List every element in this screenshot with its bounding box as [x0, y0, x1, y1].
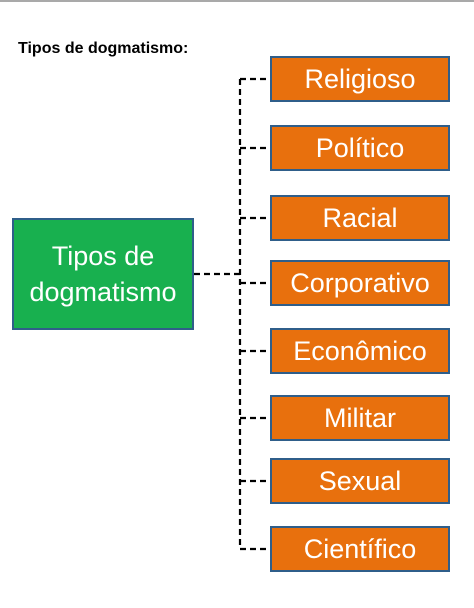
branch-node-militar: Militar	[270, 395, 450, 441]
root-node-line-2: dogmatismo	[29, 277, 177, 307]
branch-node-politico: Político	[270, 125, 450, 171]
top-divider	[0, 0, 474, 2]
branch-node-economico: Econômico	[270, 328, 450, 374]
page-heading: Tipos de dogmatismo:	[18, 40, 189, 57]
root-node-line-1: Tipos de	[51, 241, 155, 271]
branch-node-corporativo: Corporativo	[270, 260, 450, 306]
branch-node-cientifico: Científico	[270, 526, 450, 572]
branch-node-religioso: Religioso	[270, 56, 450, 102]
root-node: Tipos de dogmatismo	[12, 218, 194, 330]
branch-node-racial: Racial	[270, 195, 450, 241]
branch-node-sexual: Sexual	[270, 458, 450, 504]
